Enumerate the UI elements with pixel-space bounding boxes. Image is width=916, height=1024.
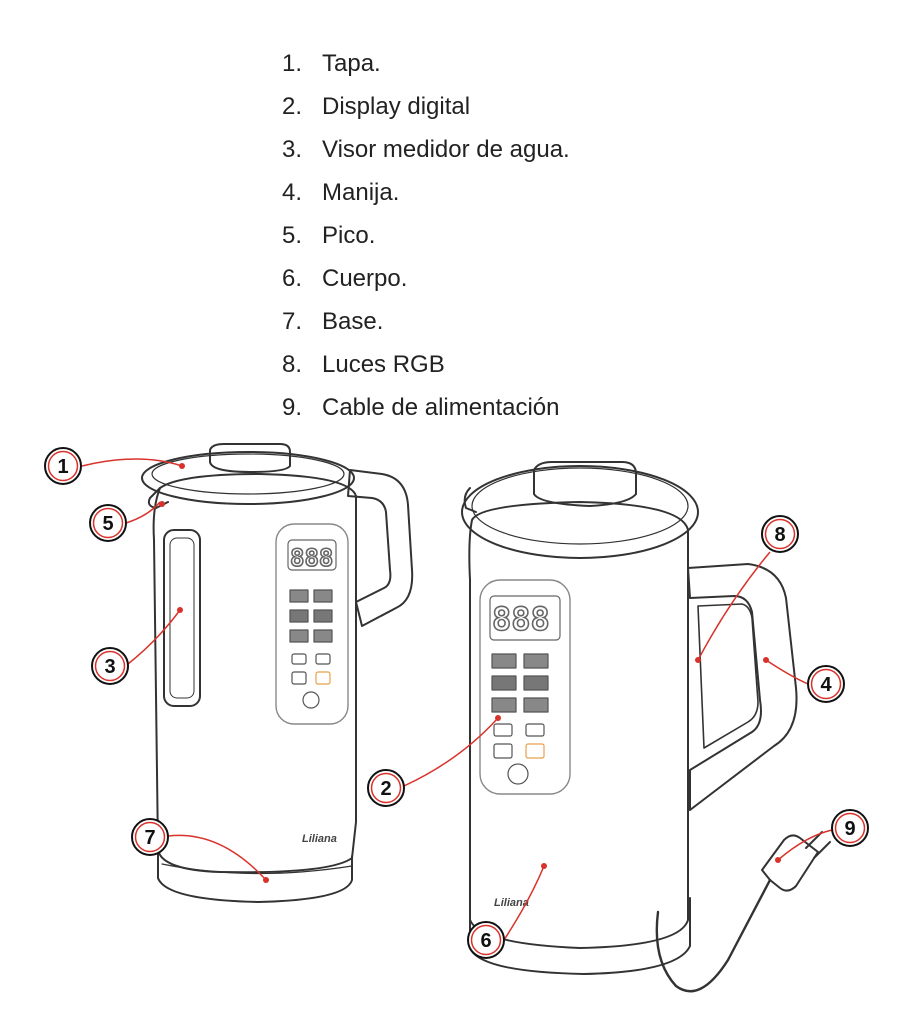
left-kettle-brand: Liliana (302, 833, 337, 845)
callout-7: 7 (131, 818, 169, 856)
part-label: Base. (322, 308, 384, 335)
part-number: 9. (282, 394, 303, 421)
part-number: 8. (282, 351, 303, 378)
part-label: Cable de alimentación (322, 394, 560, 421)
part-label: Visor medidor de agua. (322, 136, 570, 163)
part-number: 2. (282, 93, 303, 120)
callout-3: 3 (91, 647, 129, 685)
part-item-3: 3. Visor medidor de agua. (282, 128, 570, 171)
right-kettle-illustration: Liliana (461, 461, 831, 993)
svg-text:7: 7 (144, 827, 155, 849)
left-kettle-water-window (163, 529, 201, 707)
svg-text:6: 6 (480, 930, 491, 952)
part-item-7: 7. Base. (282, 300, 570, 343)
svg-text:5: 5 (102, 513, 113, 535)
callout-4: 4 (807, 665, 845, 703)
left-kettle-base (157, 849, 353, 903)
power-cable (655, 878, 772, 993)
part-number: 3. (282, 136, 303, 163)
part-label: Cuerpo. (322, 265, 408, 292)
part-number: 4. (282, 179, 303, 206)
left-kettle-body (152, 473, 357, 874)
right-kettle-handle (687, 563, 798, 811)
svg-text:2: 2 (380, 778, 391, 800)
right-kettle-base (469, 897, 691, 975)
left-kettle-display-digits: 888 (290, 544, 333, 572)
callout-8: 8 (761, 515, 799, 553)
part-number: 7. (282, 308, 303, 335)
part-item-9: 9. Cable de alimentación (282, 386, 570, 429)
callout-line-2 (403, 717, 499, 787)
part-number: 1. (282, 50, 303, 77)
right-kettle-body (468, 501, 689, 949)
part-label: Pico. (322, 222, 376, 249)
right-kettle-display-digits: 888 (492, 600, 550, 638)
callout-line-1 (81, 458, 183, 467)
callout-1: 1 (44, 447, 82, 485)
right-kettle-control-panel (479, 579, 571, 795)
right-kettle-spout (463, 487, 477, 513)
part-number: 6. (282, 265, 303, 292)
callout-line-5 (125, 501, 161, 524)
part-item-5: 5. Pico. (282, 214, 570, 257)
right-kettle-brand: Liliana (494, 897, 529, 909)
part-label: Manija. (322, 179, 400, 206)
part-label: Tapa. (322, 50, 381, 77)
part-item-6: 6. Cuerpo. (282, 257, 570, 300)
right-kettle-lid-knob (533, 461, 637, 507)
callout-2: 2 (367, 769, 405, 807)
callout-6: 6 (467, 921, 505, 959)
part-number: 5. (282, 222, 303, 249)
callout-line-7 (167, 834, 267, 881)
svg-text:9: 9 (844, 818, 855, 840)
callout-9: 9 (831, 809, 869, 847)
callout-line-4 (765, 659, 809, 685)
part-item-2: 2. Display digital (282, 85, 570, 128)
left-kettle-lid-knob (209, 443, 291, 473)
right-kettle-lid (461, 465, 699, 559)
left-kettle-handle (347, 469, 414, 627)
part-item-1: 1. Tapa. (282, 42, 570, 85)
left-kettle-illustration: Liliana (141, 443, 414, 903)
part-item-4: 4. Manija. (282, 171, 570, 214)
left-kettle-spout (147, 487, 169, 509)
svg-text:3: 3 (104, 656, 115, 678)
callout-line-3 (127, 609, 181, 665)
callout-line-8 (697, 551, 771, 661)
left-kettle-lid (141, 451, 355, 505)
parts-list: 1. Tapa. 2. Display digital 3. Visor medido… (282, 42, 570, 429)
callout-line-9 (777, 829, 833, 861)
part-item-8: 8. Luces RGB (282, 343, 570, 386)
svg-text:8: 8 (774, 524, 785, 546)
svg-text:4: 4 (820, 674, 832, 696)
part-label: Luces RGB (322, 351, 445, 378)
part-label: Display digital (322, 93, 471, 120)
power-plug (761, 831, 831, 892)
svg-text:1: 1 (57, 456, 68, 478)
left-kettle-control-panel (275, 523, 349, 725)
callout-line-6 (503, 865, 545, 941)
callout-5: 5 (89, 504, 127, 542)
